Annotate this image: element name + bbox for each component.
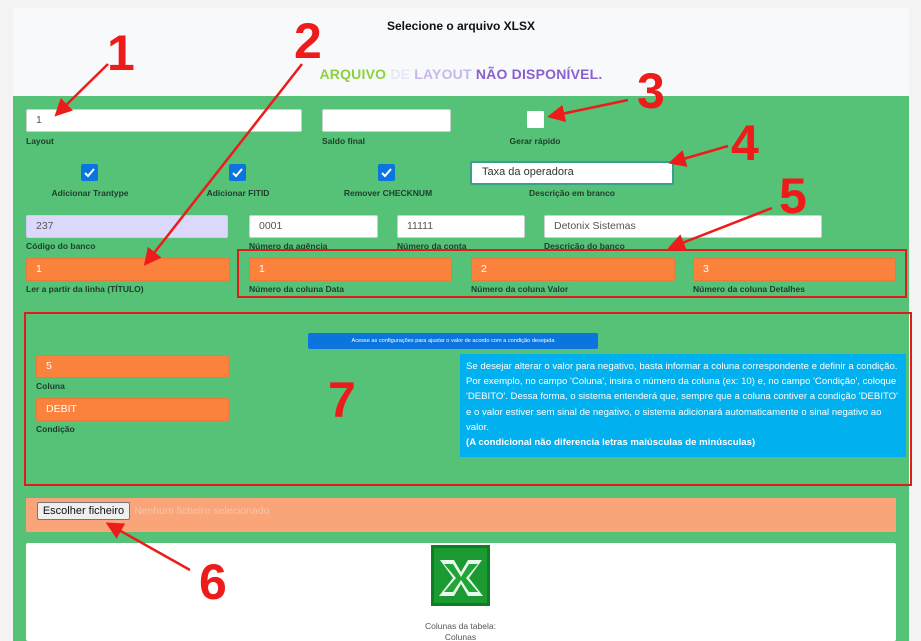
fitid-checkbox[interactable] xyxy=(229,164,246,181)
info-box: Se desejar alterar o valor para negativo… xyxy=(460,354,906,457)
header-card: Selecione o arquivo XLSX ARQUIVO DE LAYO… xyxy=(13,8,909,96)
annotation-6: 6 xyxy=(199,554,227,610)
warning-part-2: DE xyxy=(390,66,411,82)
check-icon xyxy=(84,168,95,178)
linha-titulo-input[interactable]: 1 xyxy=(26,258,230,281)
descricao-banco-label: Descrição do banco xyxy=(544,241,625,251)
trantype-checkbox[interactable] xyxy=(81,164,98,181)
coluna-condicao-label: Coluna xyxy=(36,381,65,391)
condicao-input[interactable]: DEBIT xyxy=(36,398,229,421)
page-title: Selecione o arquivo XLSX xyxy=(386,19,536,33)
descricao-branco-label: Descrição em branco xyxy=(529,188,615,198)
choose-file-button[interactable]: Escolher ficheiro xyxy=(37,502,130,520)
check-icon xyxy=(381,168,392,178)
trantype-label: Adicionar Trantype xyxy=(51,188,129,198)
codigo-banco-input[interactable]: 237 xyxy=(26,215,228,238)
layout-input[interactable]: 1 xyxy=(26,109,302,132)
columns-sub: Colunas xyxy=(444,632,477,641)
check-icon xyxy=(232,168,243,178)
excel-icon xyxy=(431,545,490,606)
info-bold-text: (A condicional não diferencia letras mai… xyxy=(466,437,756,449)
checknum-label: Remover CHECKNUM xyxy=(343,188,433,198)
warning-part-3: LAYOUT xyxy=(414,66,472,82)
annotation-3: 3 xyxy=(637,63,665,119)
coluna-detalhes-input[interactable]: 3 xyxy=(693,258,896,281)
coluna-data-input[interactable]: 1 xyxy=(249,258,452,281)
conta-label: Número da conta xyxy=(397,241,467,251)
agencia-input[interactable]: 0001 xyxy=(249,215,378,238)
fitid-label: Adicionar FITID xyxy=(206,188,270,198)
linha-titulo-label: Ler a partir da linha (TÍTULO) xyxy=(26,284,144,294)
condicao-label: Condição xyxy=(36,424,75,434)
saldo-final-label: Saldo final xyxy=(322,136,365,146)
coluna-detalhes-label: Número da coluna Detalhes xyxy=(693,284,805,294)
coluna-data-label: Número da coluna Data xyxy=(249,284,344,294)
layout-warning: ARQUIVO DE LAYOUT NÃO DISPONÍVEL. xyxy=(13,66,909,82)
config-button[interactable]: Acesse as configurações para ajustar o v… xyxy=(308,333,598,349)
annotation-5: 5 xyxy=(779,168,807,224)
saldo-final-input[interactable] xyxy=(322,109,451,132)
codigo-banco-label: Código do banco xyxy=(26,241,96,251)
annotation-2: 2 xyxy=(294,13,322,69)
highlight-box-conditional xyxy=(24,312,912,486)
annotation-4: 4 xyxy=(731,115,759,171)
checknum-checkbox[interactable] xyxy=(378,164,395,181)
annotation-7: 7 xyxy=(328,372,356,428)
coluna-valor-label: Número da coluna Valor xyxy=(471,284,569,294)
coluna-valor-input[interactable]: 2 xyxy=(471,258,675,281)
coluna-condicao-input[interactable]: 5 xyxy=(36,355,229,378)
warning-part-4: NÃO DISPONÍVEL. xyxy=(475,66,603,82)
gerar-rapido-checkbox[interactable] xyxy=(527,111,544,128)
file-status: Nenhum ficheiro selecionado xyxy=(134,505,270,517)
layout-label: Layout xyxy=(26,136,54,146)
annotation-1: 1 xyxy=(107,25,135,81)
descricao-branco-input[interactable]: Taxa da operadora xyxy=(470,161,674,185)
columns-label: Colunas da tabela: xyxy=(425,621,496,631)
info-text: Se desejar alterar o valor para negativo… xyxy=(466,361,898,433)
gerar-rapido-label: Gerar rápido xyxy=(509,136,561,146)
highlight-box-columns xyxy=(237,249,907,298)
conta-input[interactable]: 11111 xyxy=(397,215,525,238)
warning-part-1: ARQUIVO xyxy=(319,66,387,82)
